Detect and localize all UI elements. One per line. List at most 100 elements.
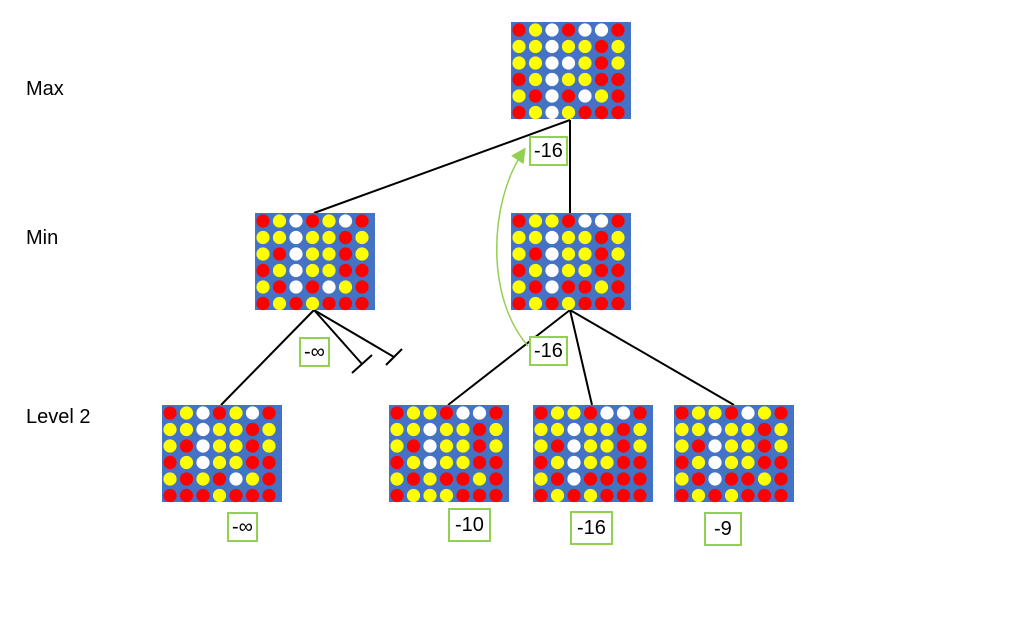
disc xyxy=(229,406,243,420)
disc xyxy=(423,488,437,503)
edge-min-right-to-leaf-3 xyxy=(569,309,593,406)
disc xyxy=(489,439,503,453)
disc xyxy=(724,488,739,503)
disc xyxy=(272,280,287,294)
board-background xyxy=(533,405,653,502)
score-leaf-1: -∞ xyxy=(227,512,258,542)
disc xyxy=(179,488,194,503)
disc xyxy=(289,280,303,294)
disc xyxy=(256,230,270,245)
disc xyxy=(616,439,631,453)
disc xyxy=(196,472,210,486)
disc xyxy=(423,472,437,486)
disc xyxy=(528,23,543,37)
board-background xyxy=(389,405,509,502)
disc xyxy=(600,439,614,453)
disc xyxy=(757,439,772,453)
disc xyxy=(757,455,772,470)
disc xyxy=(322,247,336,261)
backup-arrow xyxy=(496,147,529,347)
disc xyxy=(616,488,631,503)
disc xyxy=(423,406,437,420)
disc xyxy=(708,488,722,503)
disc xyxy=(262,406,276,420)
disc xyxy=(724,455,739,470)
disc xyxy=(262,455,276,470)
pruned-edge-2 xyxy=(313,309,395,358)
disc xyxy=(611,247,625,261)
disc xyxy=(512,39,526,54)
disc xyxy=(390,439,404,453)
disc xyxy=(528,105,543,120)
disc xyxy=(633,406,647,420)
disc xyxy=(489,455,503,470)
disc xyxy=(545,263,559,278)
disc xyxy=(774,455,788,470)
disc xyxy=(567,455,581,470)
disc xyxy=(406,488,421,503)
disc xyxy=(611,39,625,54)
disc xyxy=(355,214,369,228)
disc xyxy=(561,39,576,54)
disc xyxy=(578,280,592,294)
disc xyxy=(567,439,581,453)
disc xyxy=(561,230,576,245)
disc xyxy=(528,263,543,278)
disc xyxy=(272,214,287,228)
disc xyxy=(545,214,559,228)
disc xyxy=(229,472,243,486)
score-root: -16 xyxy=(529,136,568,166)
disc xyxy=(633,472,647,486)
disc xyxy=(691,406,706,420)
disc xyxy=(355,296,369,311)
disc xyxy=(212,406,227,420)
disc xyxy=(545,89,559,103)
pruned-edge-1 xyxy=(313,309,363,365)
disc xyxy=(578,39,592,54)
board-leaf-3 xyxy=(533,405,653,503)
disc xyxy=(545,56,559,70)
disc xyxy=(561,56,576,70)
disc xyxy=(528,214,543,228)
disc xyxy=(355,247,369,261)
disc xyxy=(611,263,625,278)
disc xyxy=(594,296,609,311)
disc xyxy=(611,72,625,87)
disc xyxy=(262,439,276,453)
disc xyxy=(472,488,487,503)
disc xyxy=(534,488,548,503)
disc xyxy=(338,296,353,311)
disc xyxy=(262,488,276,503)
disc xyxy=(390,488,404,503)
board-background xyxy=(162,405,282,502)
disc xyxy=(406,422,421,437)
disc xyxy=(338,214,353,228)
disc xyxy=(611,89,625,103)
disc xyxy=(512,280,526,294)
disc xyxy=(305,230,320,245)
pruned-edge-1-cut xyxy=(351,354,373,374)
disc xyxy=(489,488,503,503)
disc xyxy=(256,263,270,278)
disc xyxy=(550,439,565,453)
disc xyxy=(212,455,227,470)
disc xyxy=(262,422,276,437)
disc xyxy=(774,488,788,503)
disc xyxy=(583,472,598,486)
disc xyxy=(611,214,625,228)
disc xyxy=(196,455,210,470)
disc xyxy=(616,406,631,420)
disc xyxy=(528,56,543,70)
disc xyxy=(305,214,320,228)
disc xyxy=(594,56,609,70)
pruned-edge-2-cut xyxy=(385,348,403,366)
disc xyxy=(691,439,706,453)
disc xyxy=(229,488,243,503)
disc xyxy=(439,422,454,437)
disc xyxy=(757,472,772,486)
disc xyxy=(616,455,631,470)
disc xyxy=(561,214,576,228)
disc xyxy=(757,406,772,420)
disc xyxy=(322,280,336,294)
